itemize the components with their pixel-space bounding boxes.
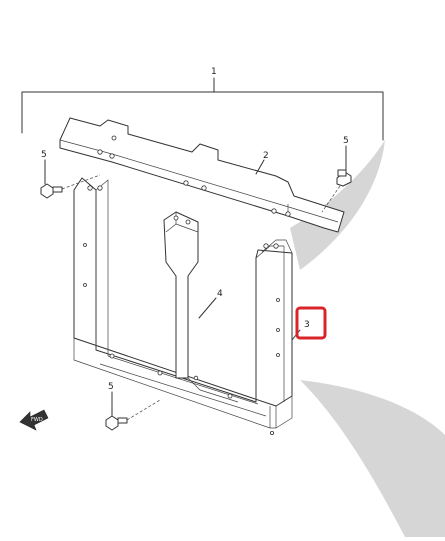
- member-hole: [97, 149, 103, 155]
- frame-hole: [83, 243, 87, 247]
- bracket-hole: [193, 375, 199, 381]
- member-hole: [201, 185, 207, 191]
- watermark-swoosh-upper: [290, 140, 385, 270]
- frame-hole: [276, 353, 280, 357]
- bolt-left: 5: [40, 150, 101, 199]
- frame-hole: [87, 185, 93, 191]
- member-hole: [183, 180, 189, 186]
- callout-1: 1: [211, 67, 217, 77]
- front-arrow-icon: FWD: [19, 409, 49, 431]
- frame-hole: [276, 328, 280, 332]
- bolt-bottom: 5: [105, 382, 161, 431]
- frame-hole: [269, 430, 274, 435]
- watermark: [290, 140, 445, 537]
- frame-hole: [83, 283, 87, 287]
- bolt-right: 5: [321, 136, 352, 213]
- bracket-hole: [173, 215, 179, 221]
- upper-member: 2: [59, 117, 345, 233]
- inner-bracket: 4: [163, 211, 239, 403]
- svg-text:FWD: FWD: [31, 417, 43, 423]
- frame-panel: [73, 177, 293, 435]
- watermark-swoosh-lower: [300, 380, 445, 537]
- frame-hole: [227, 393, 233, 399]
- frame-hole: [273, 243, 279, 249]
- callout-2: 2: [263, 151, 269, 161]
- member-hole: [271, 208, 277, 214]
- frame-hole: [157, 370, 163, 376]
- callout-5-bottom: 5: [108, 382, 114, 392]
- bracket-hole: [185, 219, 191, 225]
- callout-5-right: 5: [343, 136, 349, 146]
- callout-5-left: 5: [41, 150, 47, 160]
- member-hole: [109, 153, 115, 159]
- highlight-box[interactable]: [295, 306, 327, 340]
- frame-hole: [263, 243, 269, 249]
- callout-3-group[interactable]: 3: [291, 306, 327, 341]
- callout-3: 3: [304, 320, 310, 330]
- frame-hole: [109, 353, 115, 359]
- member-hole: [111, 135, 117, 141]
- frame-hole: [97, 185, 103, 191]
- callout-4: 4: [217, 289, 223, 299]
- member-hole: [285, 211, 291, 217]
- assembly-bracket: 1: [21, 67, 384, 141]
- frame-hole: [276, 298, 280, 302]
